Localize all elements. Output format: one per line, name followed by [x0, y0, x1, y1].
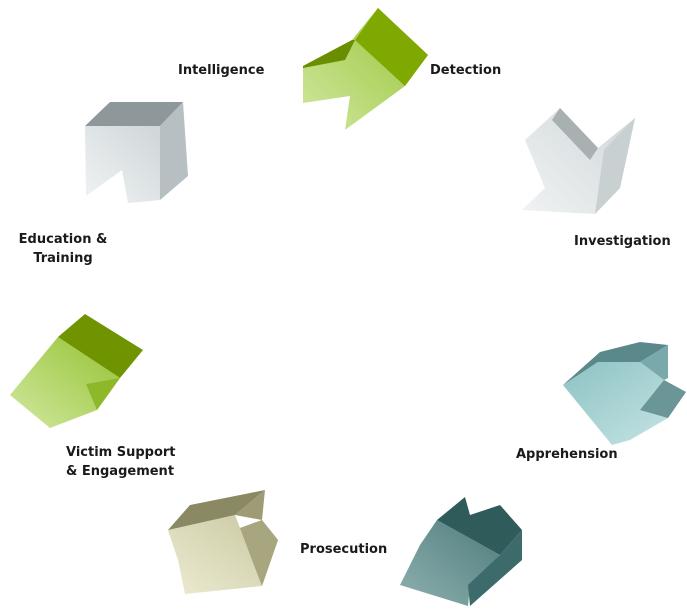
label-apprehension: Apprehension	[516, 447, 618, 462]
arrow-victim-support	[168, 490, 278, 594]
arrow-education	[10, 314, 143, 428]
arrow-prosecution	[400, 497, 522, 606]
label-education: Education & Training	[18, 232, 108, 266]
label-investigation: Investigation	[574, 234, 671, 249]
arrow-detection	[303, 8, 428, 130]
arrow-investigation	[522, 108, 635, 214]
arrow-apprehension	[563, 342, 686, 445]
label-intelligence: Intelligence	[178, 63, 265, 78]
label-victim-support: Victim Support & Engagement	[66, 445, 176, 479]
label-prosecution: Prosecution	[300, 542, 388, 557]
arrow-intelligence	[85, 102, 188, 203]
label-detection: Detection	[430, 63, 502, 78]
